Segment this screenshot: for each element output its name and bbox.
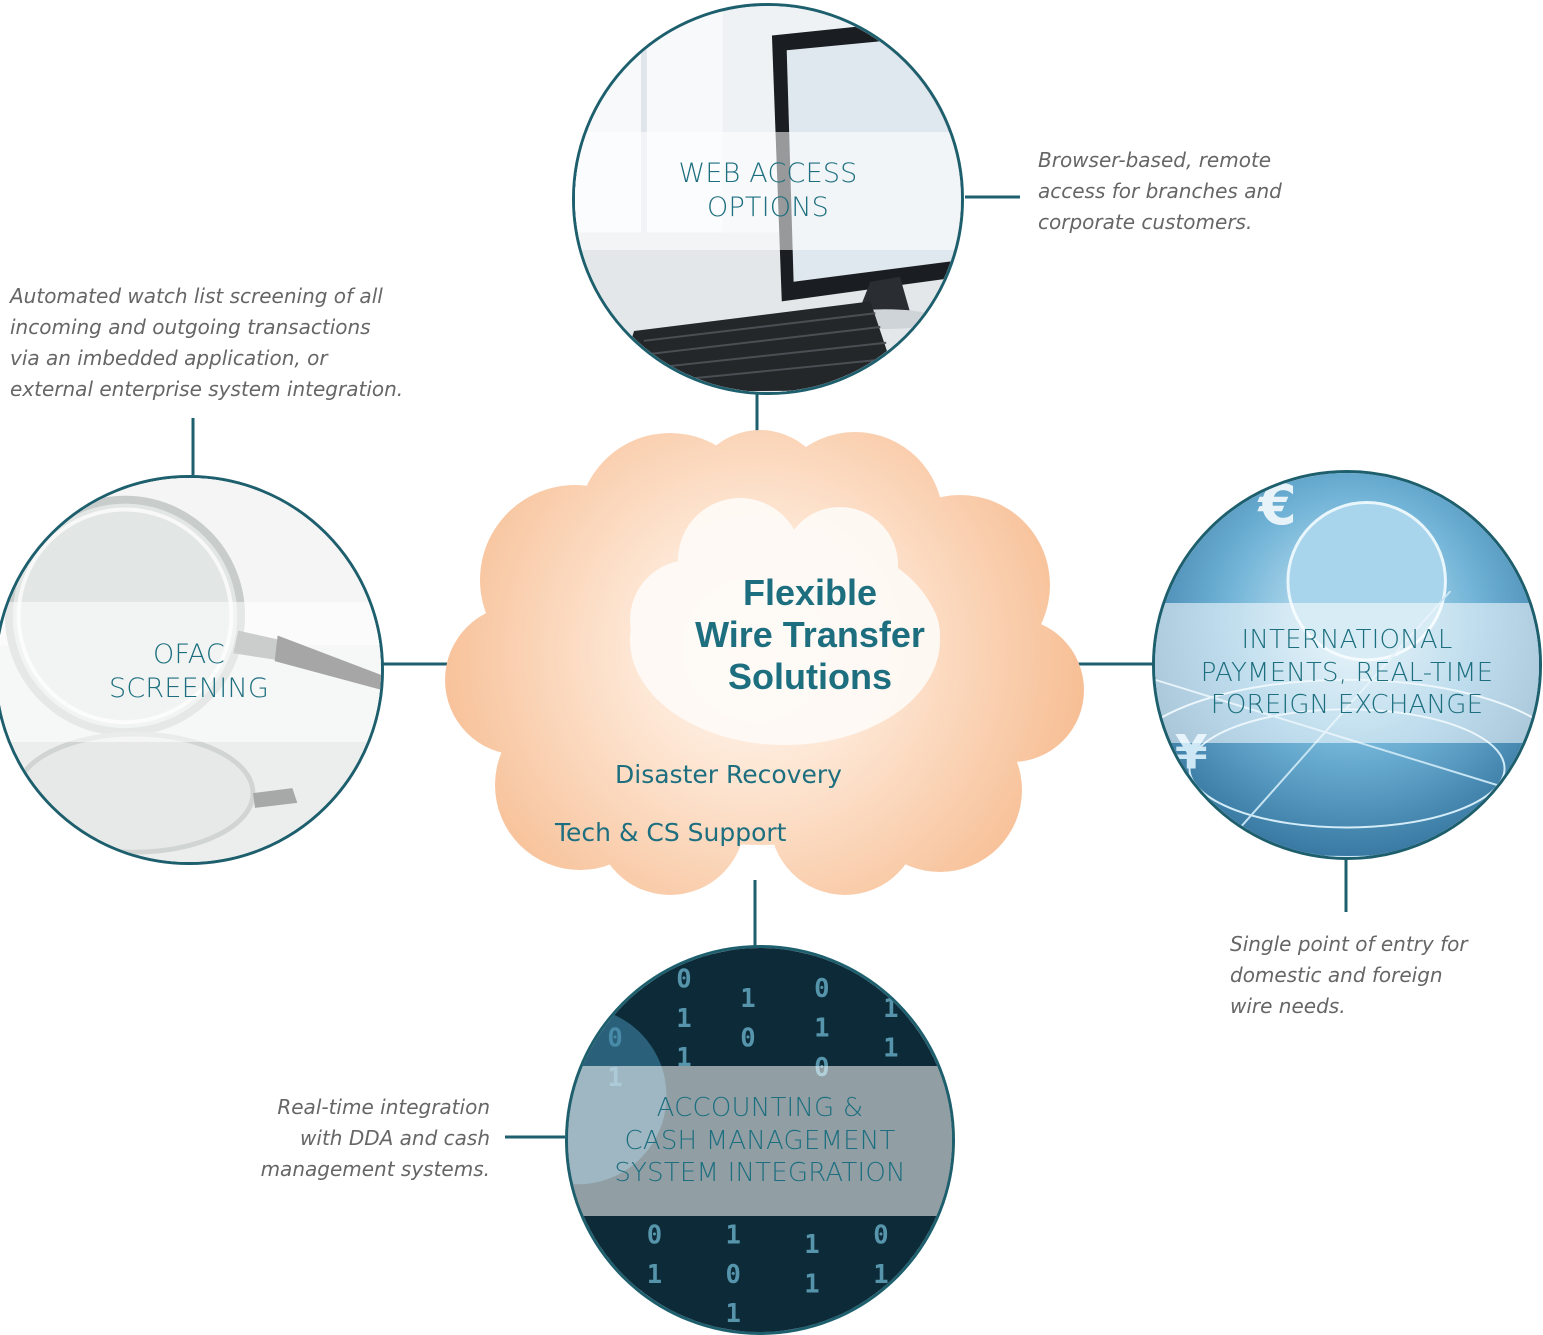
svg-text:0: 0: [726, 1260, 741, 1290]
svg-text:1: 1: [804, 1270, 819, 1300]
description-line: Automated watch list screening of all: [10, 284, 383, 308]
description-line: with DDA and cash: [300, 1126, 490, 1150]
international-label-line: INTERNATIONAL: [1241, 625, 1453, 656]
svg-text:1: 1: [740, 984, 755, 1014]
svg-text:0: 0: [873, 1220, 888, 1250]
description-line: management systems.: [260, 1157, 490, 1181]
hub-title-line: Wire Transfer: [695, 614, 925, 655]
hub-item-disaster-recovery: Disaster Recovery: [615, 760, 842, 789]
description-line: via an imbedded application, or: [10, 346, 328, 370]
svg-text:€: €: [1256, 474, 1296, 538]
svg-text:0: 0: [647, 1220, 662, 1250]
description-line: access for branches and: [1038, 179, 1282, 203]
ofac-screening-node: OFAC SCREENING: [0, 475, 384, 865]
svg-text:1: 1: [726, 1299, 741, 1329]
description-line: Real-time integration: [277, 1095, 490, 1119]
description-line: external enterprise system integration.: [10, 377, 404, 401]
accounting-label-line: CASH MANAGEMENT: [624, 1125, 896, 1156]
svg-text:0: 0: [740, 1023, 755, 1053]
accounting-integration-description: Real-time integration with DDA and cash …: [230, 1092, 490, 1185]
ofac-label-line: OFAC: [153, 639, 225, 671]
ofac-screening-description: Automated watch list screening of all in…: [10, 281, 403, 405]
svg-text:1: 1: [647, 1260, 662, 1290]
accounting-label-line: SYSTEM INTEGRATION: [614, 1158, 906, 1189]
svg-text:1: 1: [883, 1033, 898, 1063]
web-access-node: WEB ACCESS OPTIONS: [572, 3, 964, 395]
international-payments-node: € ¥ INTERNATIONAL PAYMENTS, REAL-TIME FO…: [1152, 470, 1542, 860]
hub-title: Flexible Wire Transfer Solutions: [640, 572, 980, 698]
description-line: Browser-based, remote: [1038, 148, 1272, 172]
ofac-label-line: SCREENING: [109, 673, 269, 704]
hub-title-line: Flexible: [742, 572, 878, 613]
svg-text:1: 1: [873, 1260, 888, 1290]
svg-text:1: 1: [676, 1004, 691, 1034]
svg-text:0: 0: [814, 974, 829, 1004]
hub-title-line: Solutions: [728, 656, 892, 697]
international-label-line: FOREIGN EXCHANGE: [1210, 690, 1484, 721]
description-line: incoming and outgoing transactions: [10, 315, 371, 339]
description-line: wire needs.: [1230, 994, 1346, 1018]
hub-item-tech-support: Tech & CS Support: [555, 818, 787, 847]
web-access-label-line: WEB ACCESS: [678, 158, 858, 190]
web-access-label-line: OPTIONS: [707, 192, 829, 223]
svg-text:1: 1: [676, 1043, 691, 1073]
svg-text:1: 1: [804, 1230, 819, 1260]
svg-text:1: 1: [883, 994, 898, 1024]
description-line: domestic and foreign: [1230, 963, 1443, 987]
accounting-integration-node: 101 011 10 010 11 01 101 11 010 ACCOUNTI…: [565, 945, 955, 1335]
international-payments-description: Single point of entry for domestic and f…: [1230, 929, 1468, 1022]
svg-text:1: 1: [814, 1014, 829, 1044]
web-access-description: Browser-based, remote access for branche…: [1038, 145, 1282, 238]
accounting-label-line: ACCOUNTING &: [656, 1093, 864, 1124]
svg-text:1: 1: [726, 1220, 741, 1250]
international-label-line: PAYMENTS, REAL-TIME: [1200, 657, 1494, 688]
svg-text:0: 0: [873, 1299, 888, 1329]
svg-text:1: 1: [607, 984, 622, 1014]
description-line: Single point of entry for: [1230, 932, 1468, 956]
description-line: corporate customers.: [1038, 210, 1253, 234]
svg-text:0: 0: [676, 964, 691, 994]
